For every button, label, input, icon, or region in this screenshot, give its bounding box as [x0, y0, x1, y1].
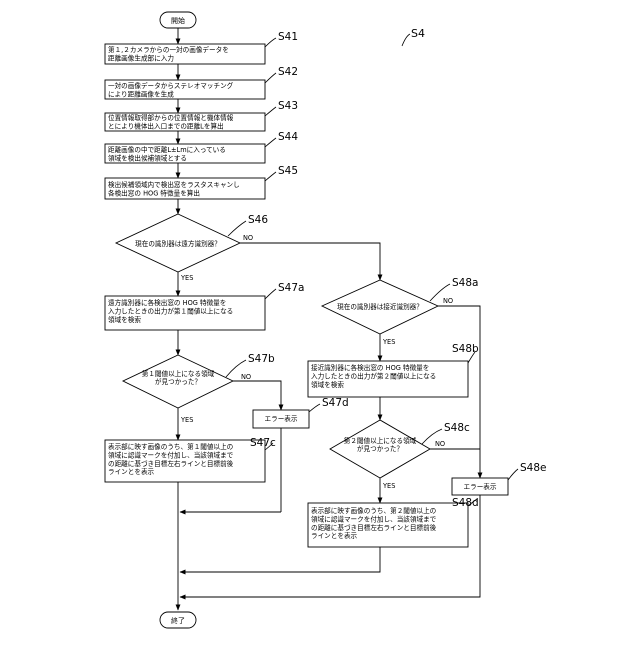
- figure-label: S4: [411, 27, 425, 40]
- node-text-line: 距離画像生成部に入力: [108, 53, 174, 62]
- node-text-line: が見つかった？: [155, 377, 201, 386]
- node-text-line: 表示部に映す画像のうち、第１閾値以上の: [108, 442, 233, 451]
- process-text-s47d: エラー表示: [265, 414, 298, 423]
- node-text-line: 領域を検索: [311, 380, 344, 389]
- yes-label-s47b: YES: [180, 416, 193, 424]
- step-label-s44: S44: [278, 131, 298, 143]
- step-label-s45: S45: [278, 165, 298, 177]
- node-text-line: 入力したときの出力が第２閾値以上になる: [311, 371, 436, 380]
- no-label-s48a: NO: [443, 297, 453, 305]
- node-text-line: とにより機体出入口までの距離Lを算出: [108, 121, 224, 130]
- node-text-line: 領域を検出候補領域とする: [108, 153, 187, 162]
- process-text-s48e: エラー表示: [464, 482, 497, 491]
- node-text-line: 表示部に映す画像のうち、第２閾値以上の: [311, 506, 436, 515]
- step-label-s48e: S48e: [520, 462, 547, 474]
- yes-label-s48a: YES: [382, 338, 395, 346]
- node-text-line: 入力したときの出力が第１閾値以上になる: [108, 306, 233, 315]
- node-text-line: 第１閾値以上になる領域: [142, 369, 215, 378]
- step-label-s48c: S48c: [444, 422, 470, 434]
- no-label-s46: NO: [243, 234, 253, 242]
- node-text-line: の距離に基づき目標左右ラインと目標前後: [108, 459, 234, 468]
- step-label-s47b: S47b: [248, 353, 275, 365]
- step-label-s47c: S47c: [250, 437, 276, 449]
- node-text-line: 領域を検索: [108, 315, 141, 324]
- decision-text-s48a: 現在の識別器は接近識別器？: [337, 302, 423, 311]
- node-text-line: により距離画像を生成: [108, 89, 174, 98]
- process-text-s43: 位置情報取得部からの位置情報と機体情報とにより機体出入口までの距離Lを算出: [108, 113, 234, 130]
- node-text-line: 第２閾値以上になる領域: [344, 436, 417, 445]
- node-text-line: の距離に基づき目標左右ラインと目標前後: [311, 523, 437, 532]
- node-text-line: 現在の識別器は接近識別器？: [337, 302, 423, 311]
- node-text-line: 第１,２カメラからの一対の画像データを: [108, 45, 229, 54]
- step-label-s42: S42: [278, 66, 298, 78]
- node-text-line: 一対の画像データからステレオマッチング: [108, 81, 234, 90]
- yes-label-s46: YES: [180, 274, 193, 282]
- node-text-line: エラー表示: [464, 482, 497, 491]
- node-text-line: ラインとを表示: [311, 531, 358, 540]
- no-label-s47b: NO: [241, 373, 251, 381]
- node-text-line: 領域に認識マークを付加し、当該領域まで: [108, 450, 234, 459]
- step-label-s48b: S48b: [452, 343, 479, 355]
- node-text-line: ラインとを表示: [108, 467, 155, 476]
- step-label-s47a: S47a: [278, 282, 304, 294]
- step-label-s46: S46: [248, 214, 268, 226]
- decision-text-s46: 現在の識別器は遠方識別器？: [135, 239, 221, 248]
- step-label-s48d: S48d: [452, 497, 479, 509]
- node-text-line: 遠方識別器に各検出窓の HOG 特徴量を: [108, 298, 226, 307]
- step-label-s48a: S48a: [452, 277, 478, 289]
- node-text-line: 距離画像の中で距離L±Lmに入っている: [108, 145, 226, 154]
- step-label-s43: S43: [278, 100, 298, 112]
- no-label-s48c: NO: [435, 440, 445, 448]
- start-label: 開始: [171, 16, 185, 25]
- node-text-line: 領域に認識マークを付加し、当該領域まで: [311, 514, 437, 523]
- node-text-line: エラー表示: [265, 414, 298, 423]
- yes-label-s48c: YES: [382, 482, 395, 490]
- node-text-line: 検出候補領域内で検出窓をラスタスキャンし: [108, 180, 240, 189]
- node-text-line: 位置情報取得部からの位置情報と機体情報: [108, 113, 234, 122]
- step-label-s47d: S47d: [322, 397, 349, 409]
- node-text-line: 現在の識別器は遠方識別器？: [135, 239, 221, 248]
- step-label-s41: S41: [278, 31, 298, 43]
- end-label: 終了: [171, 616, 185, 625]
- node-text-line: 各検出窓の HOG 特徴量を算出: [108, 188, 200, 197]
- node-text-line: が見つかった？: [357, 444, 403, 453]
- node-text-line: 接近識別器に各検出窓の HOG 特徴量を: [311, 363, 429, 372]
